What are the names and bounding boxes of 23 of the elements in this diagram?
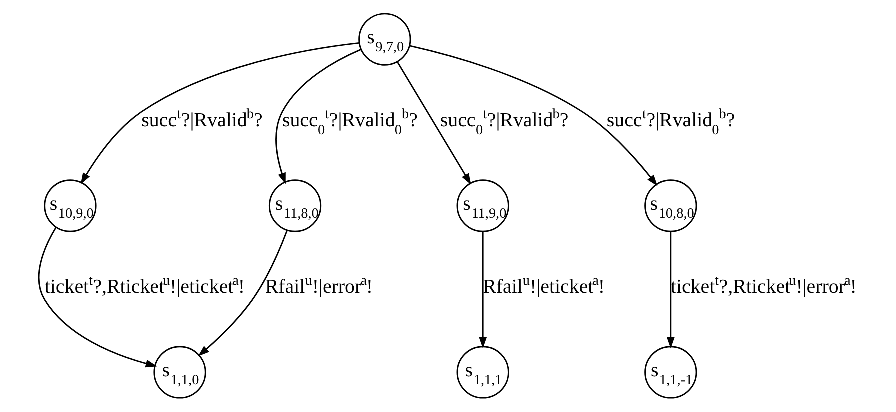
node-circle: s$_{11,8,0}$ [268, 180, 322, 232]
arrow [276, 49, 362, 184]
edge-label: succ$_{0}$$^{t}$?|Rvalid$^{b}$? [440, 106, 569, 139]
arrow [38, 227, 158, 368]
arrow [198, 230, 288, 357]
arrow [479, 232, 488, 349]
edge-label: ticket$^{t}$?,Rticket$^{u}$!|error$^{a}$! [670, 273, 857, 298]
node-circle: s$_{1,1,1}$ [456, 346, 510, 399]
node-circle: s$_{10,8,0}$ [644, 180, 698, 232]
node-circle: s$_{1,1,0}$ [154, 346, 206, 399]
node-circle: s$_{9,7,0}$ [358, 13, 412, 66]
edge-label: succ$_{0}$$^{t}$?|Rvalid$_{0}$$^{b}$? [282, 106, 418, 139]
node-circle: s$_{11,9,0}$ [456, 180, 510, 232]
node-circle: s$_{10,9,0}$ [44, 180, 97, 232]
edge-label: succ$^{t}$?|Rvalid$^{b}$? [142, 106, 263, 132]
edge-label: succ$^{t}$?|Rvalid$_{0}$$^{b}$? [606, 106, 736, 139]
arrow [397, 62, 472, 186]
edge-label: ticket$^{t}$?,Rticket$^{u}$!|eticket$^{a}$! [44, 273, 246, 298]
arrow [410, 45, 658, 186]
node-circle: s$_{1,1,-1}$ [644, 346, 698, 399]
edge-label: Rfail$^{u}$!|error$^{a}$! [265, 273, 374, 298]
arrow [80, 42, 360, 184]
arrow [666, 232, 675, 349]
